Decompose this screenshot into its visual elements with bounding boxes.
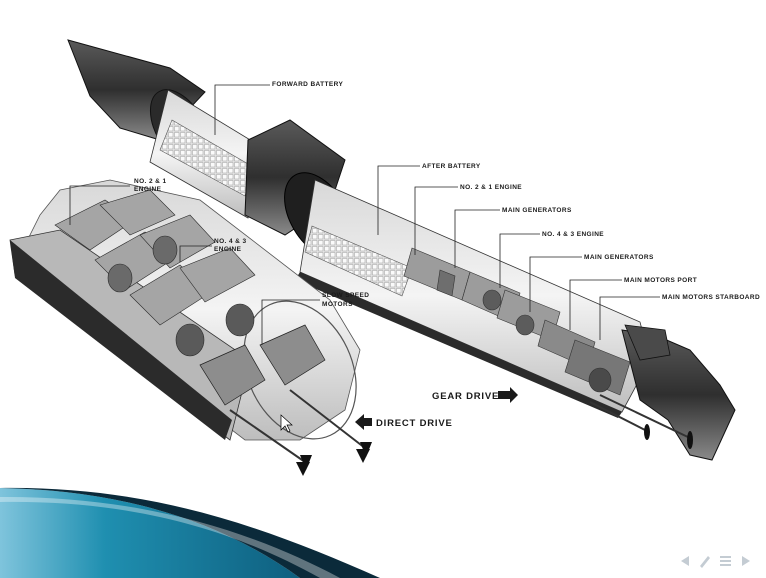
label-main-generators-1: MAIN GENERATORS (502, 207, 572, 214)
slideshow-controls[interactable] (681, 556, 750, 568)
engine-room-cutaway (9, 179, 372, 476)
rudder-fin (624, 324, 671, 361)
label-gear-drive: GEAR DRIVE (432, 391, 499, 402)
next-icon[interactable] (742, 556, 750, 566)
previous-icon[interactable] (681, 556, 689, 566)
label-no43-left-line1: NO. 4 & 3 (214, 238, 247, 245)
label-main-generators-2: MAIN GENERATORS (584, 254, 654, 261)
label-no21-left-line2: ENGINE (134, 186, 162, 193)
slow-speed-motors (199, 324, 326, 406)
label-no43-left-line2: ENGINE (214, 246, 242, 253)
leader-lines (69, 84, 660, 345)
submarine-cutaway (67, 39, 736, 461)
after-hull-keel (295, 272, 622, 418)
arrow-right-icon (498, 387, 518, 403)
label-slow-speed-line1: SLOW SPEED (322, 292, 369, 299)
shaft-starboard (599, 394, 691, 439)
propeller-icon (296, 442, 372, 476)
engine-room-aft-ring (243, 300, 357, 440)
after-battery-cells (304, 225, 413, 297)
direct-drive-shaft-2 (289, 389, 366, 449)
engine-room-keel (10, 240, 232, 440)
label-slow-speed-line2: MOTORS (322, 301, 353, 308)
label-no43-engine-right: NO. 4 & 3 ENGINE (542, 231, 604, 238)
label-no21-left-line1: NO. 2 & 1 (134, 178, 167, 185)
label-after-battery: AFTER BATTERY (422, 163, 481, 170)
label-main-motors-port: MAIN MOTORS PORT (624, 277, 697, 284)
propeller-icon (644, 424, 693, 449)
label-forward-battery: FORWARD BATTERY (272, 81, 344, 88)
engine-room-equipment (403, 247, 631, 396)
stern-tail (621, 329, 736, 461)
pen-icon[interactable] (700, 556, 710, 568)
diagram-labels: FORWARD BATTERY AFTER BATTERY NO. 2 & 1 … (134, 81, 760, 430)
forward-battery-cells (159, 119, 256, 197)
engine-blocks (54, 189, 256, 357)
mouse-cursor-icon (280, 414, 293, 433)
shaft-port (589, 401, 646, 431)
direct-drive-shaft-1 (229, 409, 306, 463)
label-direct-drive: DIRECT DRIVE (376, 418, 453, 429)
arrow-left-icon (355, 414, 372, 430)
label-no21-engine-right: NO. 2 & 1 ENGINE (460, 184, 522, 191)
slide-footer-decoration (0, 487, 380, 578)
label-main-motors-starboard: MAIN MOTORS STARBOARD (662, 294, 760, 301)
slide-menu-icon[interactable] (720, 556, 731, 566)
